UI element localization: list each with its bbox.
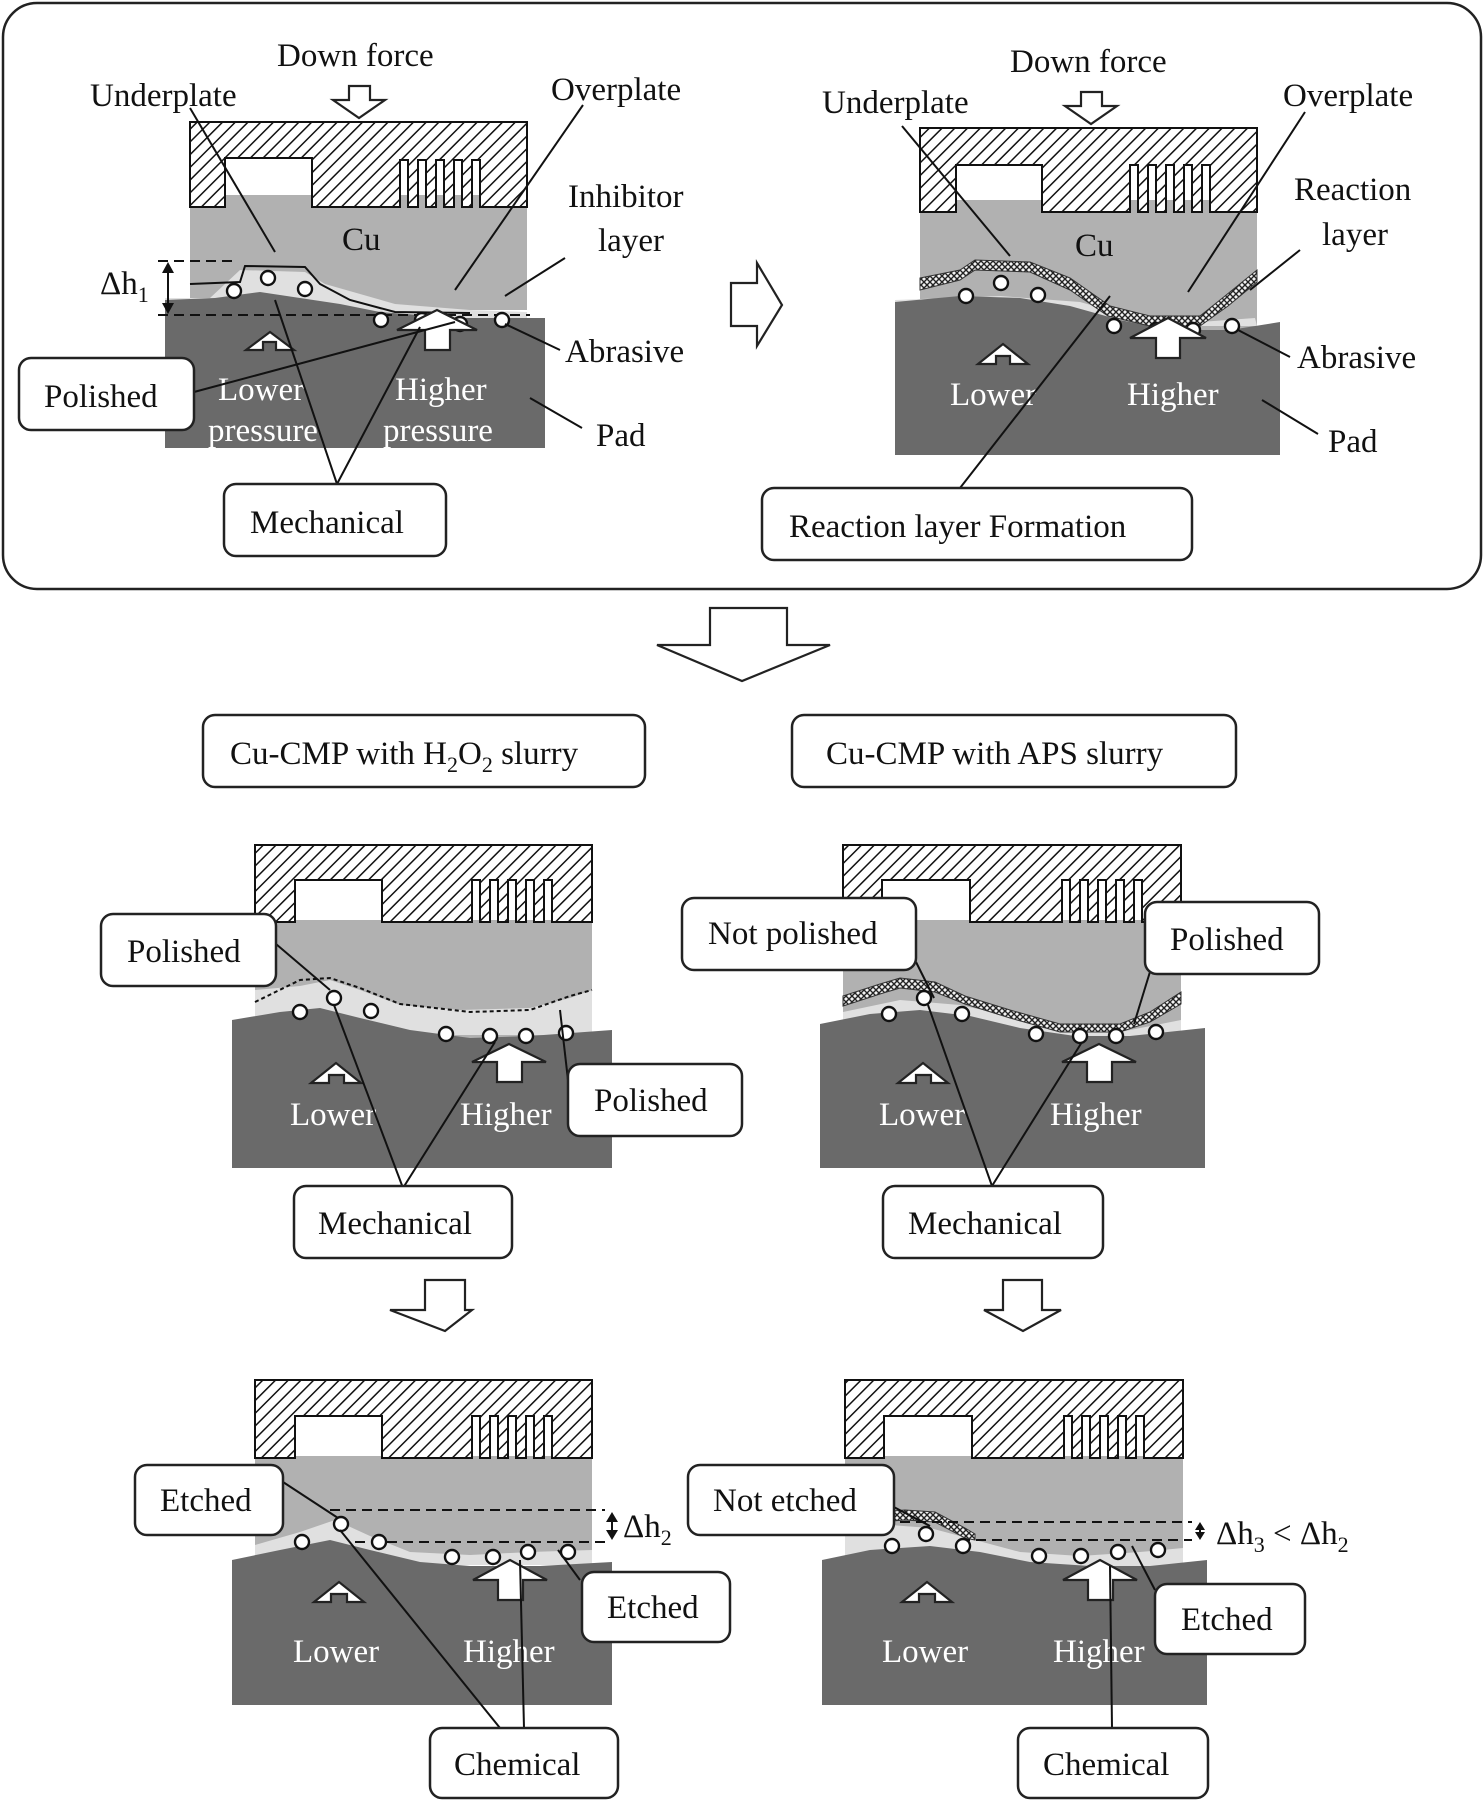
h2o2-polished-left-callout [99, 912, 278, 988]
aps-mech-lower: Lower [879, 1097, 965, 1133]
polished-callout [17, 356, 196, 432]
top-left-diagram: Down force Underplate Overplate Cu Inhib… [17, 38, 684, 558]
aps-not-polished: Not polished [708, 916, 878, 952]
overplate-label: Overplate [551, 72, 681, 108]
h2o2-mechanical-callout [292, 1184, 514, 1260]
h2o2-polished-left: Polished [127, 934, 241, 970]
h2o2-mechanical: Mechanical [318, 1206, 472, 1242]
cu-label: Cu [1075, 228, 1114, 264]
h2o2-dh2: Δh2 [623, 1509, 672, 1550]
pad-label: Pad [596, 418, 646, 454]
transition-arrow-right [729, 259, 784, 350]
aps-chem-higher: Higher [1053, 1634, 1145, 1670]
h2o2-etched-right: Etched [607, 1590, 699, 1626]
higher-pressure-label: pressure [383, 413, 493, 449]
higher-label: Higher [395, 372, 487, 408]
h2o2-polished-right-callout [566, 1062, 744, 1138]
top-right-diagram: Down force Underplate Overplate Cu React… [760, 44, 1416, 562]
aps-polished: Polished [1170, 922, 1284, 958]
dh1-arrowheads [162, 262, 174, 314]
aps-not-polished-callout [680, 896, 918, 972]
leader-lines [189, 104, 584, 485]
aps-chemical-callout [1016, 1726, 1210, 1800]
h2o2-polished-right: Polished [594, 1083, 708, 1119]
lower-label: Lower [950, 377, 1036, 413]
aps-mechanical-diagram: Lower Higher Not polished Polished Mecha… [680, 844, 1321, 1260]
dh1-label: Δh1 [100, 266, 149, 307]
polished-label: Polished [44, 379, 158, 415]
down-force-label: Down force [277, 38, 434, 74]
reaction-label-2: layer [1322, 217, 1388, 253]
lower-arrow [974, 342, 1032, 366]
aps-mech-higher: Higher [1050, 1097, 1142, 1133]
h2o2-mechanical-diagram: Lower Higher Polished Polished Mechanica… [99, 844, 744, 1260]
higher-arrow [1129, 316, 1207, 360]
down-force-label: Down force [1010, 44, 1167, 80]
h2o2-chemical-callout [428, 1726, 620, 1800]
h2o2-etched-left-callout [133, 1463, 285, 1537]
leader-lines [901, 111, 1319, 489]
h2o2-title-box [201, 713, 647, 789]
lower-pressure-label: pressure [208, 413, 318, 449]
inhibitor-layer-line [189, 264, 471, 314]
lower-label: Lower [218, 372, 304, 408]
higher-pressure-arrow [396, 308, 478, 352]
h2o2-chem-lower: Lower [293, 1634, 379, 1670]
h2o2-mech-lower: Lower [290, 1097, 376, 1133]
mechanical-callout [222, 482, 448, 558]
pad-label: Pad [1328, 424, 1378, 460]
h2o2-chemical-diagram: Δh2 Lower Higher Etched Etched Chemical [133, 1379, 732, 1800]
aps-title: Cu-CMP with APS slurry [826, 736, 1164, 772]
wafer-hatch [919, 127, 1258, 213]
underplate-label: Underplate [822, 85, 969, 121]
reaction-formation-callout [760, 486, 1194, 562]
overplate-label: Overplate [1283, 78, 1413, 114]
underplate-label: Underplate [90, 78, 237, 114]
aps-dh3: Δh3 < Δh2 [1216, 1516, 1349, 1557]
aps-not-etched: Not etched [713, 1483, 857, 1519]
aps-chemical-diagram: Δh3 < Δh2 Lower Higher Not etched Etched… [686, 1379, 1349, 1800]
h2o2-chem-higher: Higher [463, 1634, 555, 1670]
inhibitor-label-2: layer [598, 223, 664, 259]
h2o2-etched-left: Etched [160, 1483, 252, 1519]
aps-chem-lower: Lower [882, 1634, 968, 1670]
reaction-layer [919, 259, 1258, 327]
aps-mechanical: Mechanical [908, 1206, 1062, 1242]
cu-label: Cu [342, 222, 381, 258]
lower-pressure-arrow [242, 330, 298, 352]
abrasive-label: Abrasive [1297, 340, 1416, 376]
wafer-hatch [189, 121, 528, 208]
aps-etched-callout [1153, 1582, 1307, 1656]
aps-mechanical-callout [881, 1184, 1105, 1260]
aps-etched: Etched [1181, 1602, 1273, 1638]
h2o2-down-arrow [389, 1278, 476, 1333]
big-down-arrow [656, 606, 831, 683]
reaction-label-1: Reaction [1294, 172, 1411, 208]
mechanical-label: Mechanical [250, 505, 404, 541]
h2o2-etched-right-callout [580, 1570, 732, 1644]
aps-polished-callout [1143, 900, 1321, 976]
down-force-arrow [1061, 90, 1121, 126]
abrasive-label: Abrasive [565, 334, 684, 370]
reaction-formation-label: Reaction layer Formation [789, 509, 1126, 545]
higher-label: Higher [1127, 377, 1219, 413]
h2o2-mech-higher: Higher [460, 1097, 552, 1133]
inhibitor-label-1: Inhibitor [568, 179, 683, 215]
aps-title-box [790, 713, 1238, 789]
aps-not-etched-callout [686, 1463, 896, 1537]
down-force-arrow [329, 84, 389, 120]
aps-down-arrow [983, 1278, 1062, 1333]
aps-chemical: Chemical [1043, 1747, 1169, 1783]
h2o2-chemical: Chemical [454, 1747, 580, 1783]
h2o2-title: Cu-CMP with H2O2 slurry [230, 736, 579, 777]
